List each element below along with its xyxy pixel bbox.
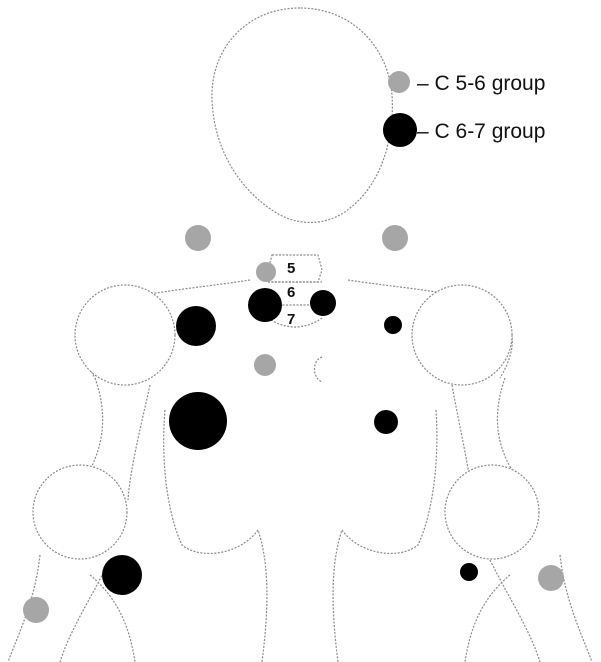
marker-c56-right-upper-neck: [382, 225, 408, 251]
head-outline: [212, 8, 392, 223]
left-shoulder-joint: [75, 285, 175, 385]
marker-c67-left-paravertebral: [248, 288, 282, 322]
vertebra-label-6: 6: [287, 284, 295, 301]
vertebra-label-7: 7: [287, 311, 295, 328]
marker-c56-left-forearm: [23, 597, 49, 623]
marker-c67-right-scapular: [374, 410, 398, 434]
legend: – C 5-6 group – C 6-7 group: [383, 71, 545, 147]
marker-c67-right-paravertebral: [310, 290, 336, 316]
marker-c67-left-scapular: [169, 392, 227, 450]
right-forearm-outline: [465, 555, 592, 662]
marker-c67-right-shoulder: [384, 316, 402, 334]
vertebra-label-5: 5: [287, 260, 295, 277]
right-elbow-joint: [445, 465, 539, 559]
marker-c67-right-elbow: [460, 563, 478, 581]
marker-c56-left-upper-neck: [185, 225, 211, 251]
spine-process-outline: [315, 357, 323, 382]
torso-left-side: [164, 410, 267, 662]
torso-right-side: [333, 410, 437, 662]
legend-label-c56: – C 5-6 group: [417, 72, 545, 95]
right-shoulder-joint: [412, 285, 512, 385]
marker-c56-left-interscapular: [254, 354, 276, 376]
left-elbow-joint: [33, 465, 127, 559]
marker-c56-right-forearm: [538, 565, 564, 591]
marker-c56-left-paravertebral: [256, 262, 276, 282]
legend-swatch-c56: [388, 71, 410, 93]
legend-label-c67: – C 6-7 group: [417, 120, 545, 143]
marker-c67-left-elbow: [102, 555, 142, 595]
marker-c67-left-shoulder: [176, 306, 216, 346]
legend-swatch-c67: [383, 113, 417, 147]
